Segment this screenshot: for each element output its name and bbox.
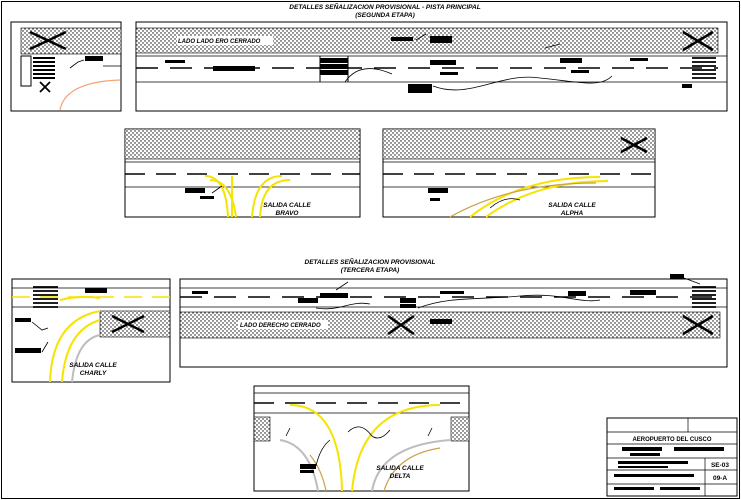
detail-alpha-label: SALIDA CALLE (548, 202, 596, 209)
section1-side-label: LADO LADO ERO CERRADO (178, 39, 261, 45)
sheet-number: 09-A (713, 475, 727, 482)
panel-runway-left-end (10, 21, 122, 112)
detail-salida-bravo: SALIDA CALLE BRAVO (124, 128, 361, 218)
detail-bravo-sublabel: BRAVO (276, 210, 299, 217)
detail-salida-charly: SALIDA CALLE CHARLY (11, 278, 171, 383)
detail-charly-sublabel: CHARLY (80, 370, 107, 377)
detail-delta-label: SALIDA CALLE (376, 465, 424, 472)
section2-title: DETALLES SEÑALIZACION PROVISIONAL (305, 257, 436, 266)
section2-side-label: LADO DERECHO CERRADO (240, 323, 321, 329)
sheet-code: SE-03 (711, 462, 729, 469)
detail-alpha-sublabel: ALPHA (560, 210, 584, 217)
panel-runway-tercera-etapa: LADO DERECHO CERRADO (179, 274, 728, 368)
section2-subtitle: (TERCERA ETAPA) (341, 267, 399, 274)
section1-subtitle: (SEGUNDA ETAPA) (355, 12, 414, 19)
project-name: AEROPUERTO DEL CUSCO (632, 437, 711, 443)
detail-bravo-label: SALIDA CALLE (263, 202, 311, 209)
detail-salida-alpha: SALIDA CALLE ALPHA (382, 128, 656, 218)
detail-charly-label: SALIDA CALLE (69, 362, 117, 369)
title-block: AEROPUERTO DEL CUSCO SE-03 09-A (606, 417, 738, 497)
panel-runway-segunda-etapa: LADO LADO ERO CERRADO (135, 21, 728, 112)
section1-title: DETALLES SEÑALIZACION PROVISIONAL - PIST… (289, 2, 480, 11)
detail-delta-sublabel: DELTA (390, 473, 411, 480)
detail-salida-delta: SALIDA CALLE DELTA (253, 385, 470, 492)
